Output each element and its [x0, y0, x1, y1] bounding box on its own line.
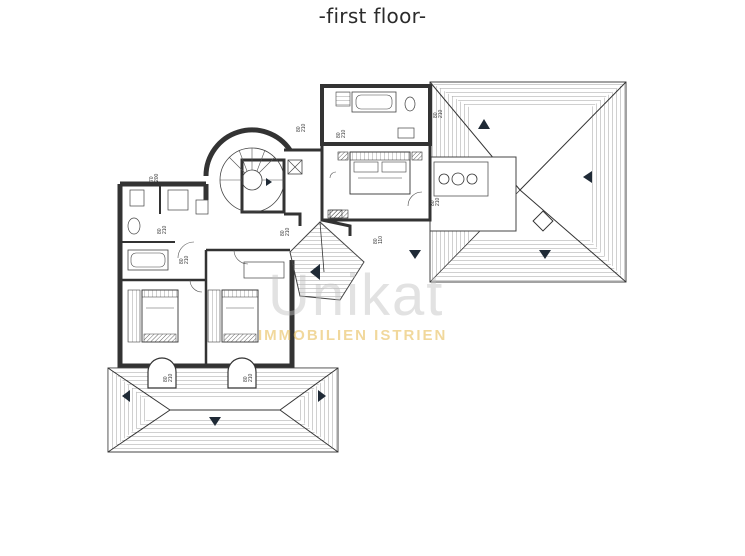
door-label-w: 80	[163, 376, 169, 382]
toilet-icon	[404, 96, 416, 112]
door-label-h: 210	[168, 373, 174, 382]
middle-roof	[289, 221, 365, 301]
roof-arrow-up-icon	[478, 119, 490, 129]
roof-arrow-left-icon-2	[122, 390, 130, 402]
door-label-h: 210	[341, 129, 347, 138]
door-label-h: 210	[438, 109, 444, 118]
roof-arrow-right-icon	[318, 390, 326, 402]
door-label-h: 110	[378, 236, 384, 244]
door-label-w: 80	[336, 132, 342, 138]
master-bedroom	[320, 142, 432, 222]
left-wing	[117, 181, 295, 369]
stair-arrow-icon	[266, 178, 272, 186]
right-roof	[409, 81, 627, 283]
door-label-w: 70	[149, 176, 155, 182]
sink-icon	[397, 127, 415, 139]
page-title: -first floor-	[318, 4, 427, 28]
watermark-subtitle: IMMOBILIEN ISTRIEN	[258, 327, 448, 344]
door-label-h: 210	[435, 197, 441, 206]
door-label-w: 80	[280, 230, 286, 236]
lower-roof	[107, 357, 339, 453]
door-label-w: 80	[433, 112, 439, 118]
door-label-h: 210	[184, 255, 190, 264]
roof-arrow-down-icon	[409, 250, 421, 259]
roof-arrow-icon-2	[310, 264, 320, 280]
door-label-h: 210	[301, 123, 307, 132]
bed-icon-2	[221, 289, 259, 343]
watermark-logo-text: Unikat	[268, 263, 445, 328]
door-label-h: 210	[248, 373, 254, 382]
roof-arrow-down-icon-2	[539, 250, 551, 259]
door-label-w: 80	[296, 126, 302, 132]
door-labels: 80 210 80 210 80 210 70 200 80 210 80 21…	[149, 109, 444, 382]
door-label-w: 80	[430, 200, 436, 206]
shower-icon	[335, 91, 351, 107]
bathtub-icon	[351, 91, 397, 113]
spiral-staircase	[203, 127, 303, 214]
wardrobe-icon-2	[207, 289, 221, 343]
door-label-h: 210	[162, 225, 168, 234]
chair-icon-2	[466, 173, 478, 185]
wardrobe-icon	[127, 289, 141, 343]
door-label-h: 200	[154, 173, 160, 182]
door-label-w: 80	[179, 258, 185, 264]
table-icon	[451, 172, 465, 186]
roof-arrow-left-icon	[583, 171, 592, 183]
toilet-icon-2	[127, 217, 141, 235]
roof-arrow-down-icon-3	[209, 417, 221, 426]
door-label-w: 80	[157, 228, 163, 234]
skylight-icon	[532, 210, 554, 232]
door-label-h: 210	[285, 227, 291, 236]
chair-icon	[438, 173, 450, 185]
bathtub-icon-2	[127, 249, 169, 271]
door-label-w: 80	[243, 376, 249, 382]
door-label-w: 80	[373, 238, 379, 244]
hallway	[284, 148, 352, 236]
terrace	[429, 156, 517, 232]
sink-icon-2	[129, 189, 145, 207]
